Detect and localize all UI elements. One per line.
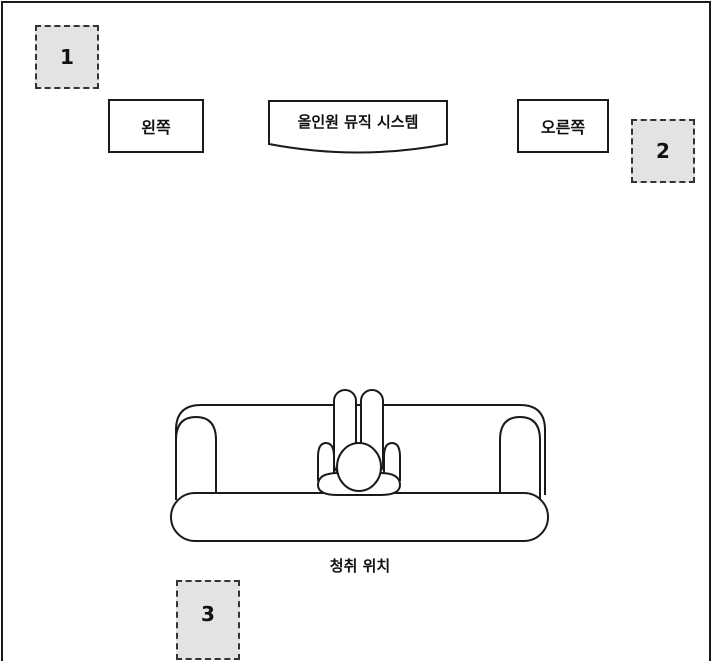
marker-2-label: 2	[656, 139, 670, 163]
listener-left-arm	[317, 441, 335, 481]
position-marker-2: 2	[631, 119, 695, 183]
sofa-right-armrest	[499, 415, 541, 500]
all-in-one-music-system: 올인원 뮤직 시스템	[267, 99, 449, 159]
listener-head	[336, 442, 382, 492]
listener-right-arm	[383, 441, 401, 481]
marker-3-label: 3	[201, 602, 215, 626]
position-marker-1: 1	[35, 25, 99, 89]
listening-position-label: 청취 위치	[329, 557, 391, 575]
sofa-with-listener-illustration	[170, 389, 549, 542]
sofa-seat	[170, 492, 549, 542]
music-system-shape	[268, 100, 448, 154]
right-speaker-label: 오른쪽	[540, 118, 586, 137]
left-speaker-box: 왼쪽	[108, 99, 204, 153]
left-speaker-label: 왼쪽	[141, 118, 171, 137]
music-system-label: 올인원 뮤직 시스템	[297, 113, 419, 131]
marker-1-label: 1	[60, 45, 74, 69]
right-speaker-box: 오른쪽	[517, 99, 609, 153]
sofa-left-armrest	[175, 415, 217, 500]
position-marker-3: 3	[176, 580, 240, 660]
